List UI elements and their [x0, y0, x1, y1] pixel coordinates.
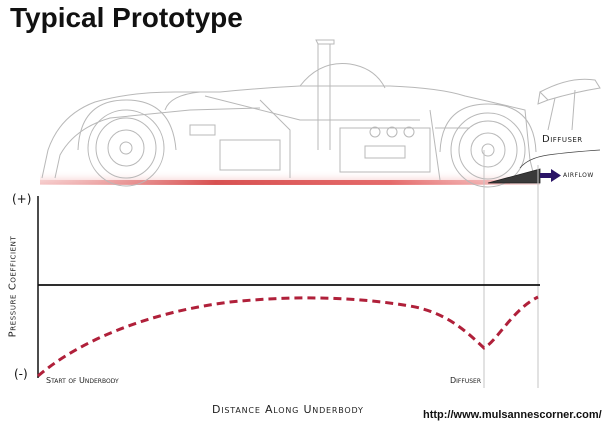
x-diffuser-label: Diffuser: [450, 376, 481, 385]
page-title: Typical Prototype: [10, 2, 243, 33]
y-axis-positive-label: (+): [12, 192, 32, 206]
underbody-pressure-band: [40, 180, 540, 185]
body-outline: [41, 85, 536, 181]
airflow-arrow: [540, 169, 561, 182]
car-drawing: [40, 39, 601, 188]
y-axis-negative-label: (-): [14, 367, 28, 381]
source-url: http://www.mulsannescorner.com/: [423, 409, 602, 421]
x-axis-title: Distance Along Underbody: [212, 403, 364, 416]
diffuser-leader-line: [519, 149, 601, 169]
x-start-label: Start of Underbody: [46, 376, 119, 385]
airflow-label: airflow: [563, 170, 594, 180]
y-axis-title: Pressure Coefficient: [7, 235, 19, 338]
pressure-coefficient-curve: [37, 295, 539, 378]
diffuser-callout-label: Diffuser: [542, 134, 583, 145]
